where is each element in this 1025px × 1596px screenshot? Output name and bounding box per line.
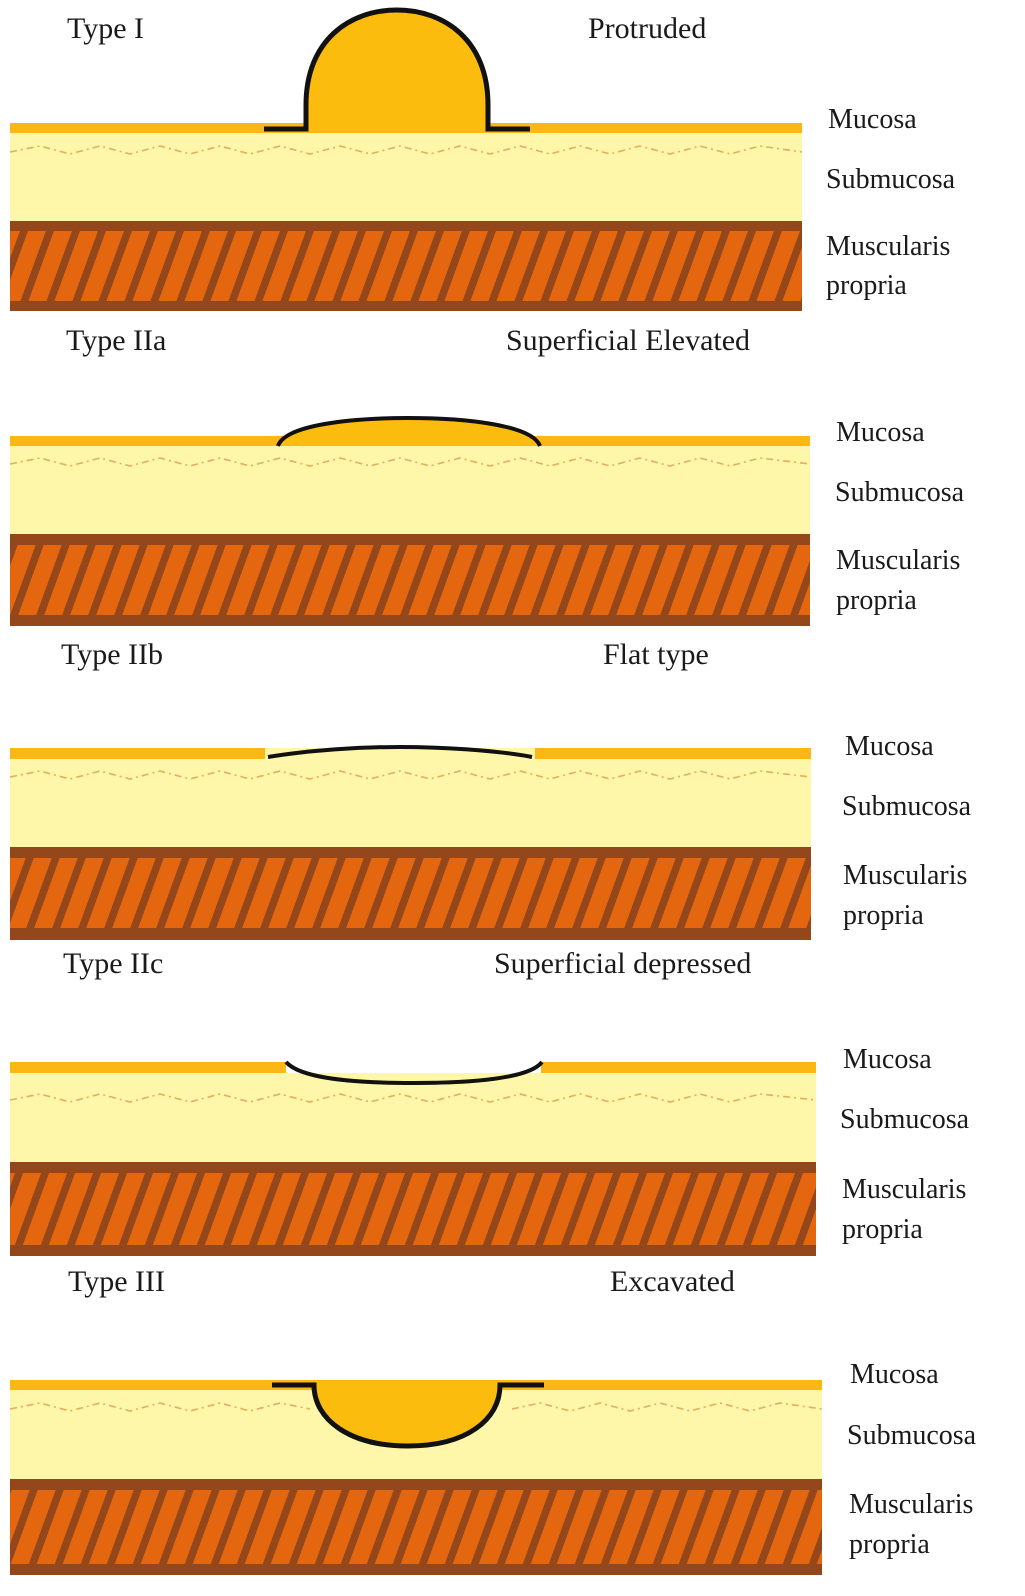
submucosa-layer: [10, 759, 811, 847]
type-description: Flat type: [603, 638, 709, 671]
elevated-lesion: [278, 418, 540, 446]
panel-type-iib: Type IIb Flat type Mucosa Submucosa Musc…: [10, 638, 972, 940]
mucosa-label: Mucosa: [843, 1044, 932, 1075]
panel-type-i: Type I Protruded Mucosa Submucosa Muscul…: [10, 10, 956, 311]
submucosa-layer: [10, 133, 802, 221]
type-description: Superficial depressed: [494, 947, 751, 980]
mucosa-label: Mucosa: [828, 104, 917, 135]
panel-type-iic: Type IIc Superficial depressed Mucosa Su…: [10, 947, 970, 1256]
submucosa-label: Submucosa: [835, 477, 965, 508]
panel-type-iia: Type IIa Superficial Elevated Mucosa Sub…: [10, 324, 965, 626]
muscularis-propria-layer: [10, 1173, 816, 1245]
type-label: Type IIc: [63, 947, 163, 980]
submucosa-label: Submucosa: [840, 1104, 970, 1135]
submucosa-label: Submucosa: [847, 1420, 977, 1451]
type-label: Type IIa: [66, 324, 166, 357]
submucosa-label: Submucosa: [826, 164, 956, 195]
submucosa-label: Submucosa: [842, 791, 972, 822]
muscularis-propria-layer: [10, 858, 811, 928]
muscularis-label: Muscularis: [849, 1489, 973, 1520]
type-description: Superficial Elevated: [506, 324, 750, 357]
type-label: Type IIb: [61, 638, 163, 671]
type-description: Excavated: [610, 1265, 735, 1298]
muscularis-propria-layer: [10, 545, 810, 615]
muscularis-label: Muscularis: [836, 545, 960, 576]
muscularis-label: Muscularis: [843, 860, 967, 891]
muscularis-label: Muscularis: [842, 1174, 966, 1205]
mucosa-label: Mucosa: [850, 1359, 939, 1390]
type-label: Type I: [67, 12, 144, 45]
type-description: Protruded: [588, 12, 706, 45]
muscularis-propria-layer: [10, 231, 802, 301]
propria-label: propria: [842, 1214, 923, 1245]
propria-label: propria: [849, 1529, 930, 1560]
panel-type-iii: Type III Excavated Mucosa Submucosa Musc…: [10, 1265, 977, 1575]
mucosa-label: Mucosa: [845, 731, 934, 762]
propria-label: propria: [836, 585, 917, 616]
protruded-lesion: [306, 10, 488, 130]
mucosa-layer-left: [10, 1062, 286, 1073]
mucosa-layer-right: [541, 1062, 816, 1073]
type-label: Type III: [68, 1265, 165, 1298]
mucosa-label: Mucosa: [836, 417, 925, 448]
propria-label: propria: [843, 900, 924, 931]
propria-label: propria: [826, 270, 907, 301]
submucosa-layer: [10, 446, 810, 534]
submucosa-layer: [10, 1073, 816, 1162]
muscularis-label: Muscularis: [826, 231, 950, 262]
muscularis-propria-layer: [10, 1490, 822, 1564]
